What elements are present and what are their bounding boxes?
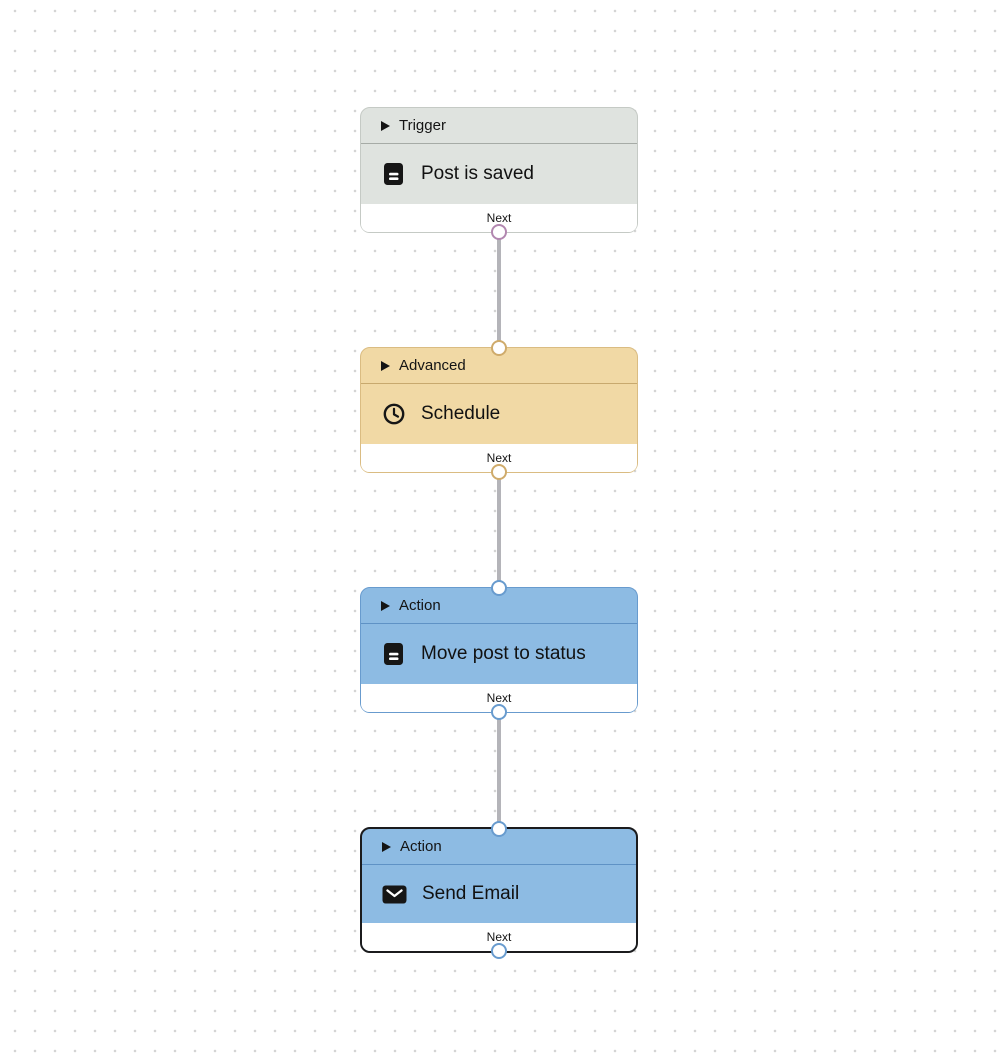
output-port[interactable] — [491, 943, 507, 959]
node-header[interactable]: Action — [361, 588, 637, 624]
input-port[interactable] — [491, 340, 507, 356]
document-icon — [381, 642, 406, 666]
node-category-label: Trigger — [399, 117, 446, 134]
node-title: Schedule — [421, 402, 501, 424]
node-body: Schedule — [361, 384, 637, 444]
document-icon — [381, 162, 406, 186]
node-title: Move post to status — [421, 642, 586, 664]
input-port[interactable] — [491, 821, 507, 837]
node-title: Post is saved — [421, 162, 534, 184]
disclosure-triangle-icon[interactable] — [381, 120, 390, 131]
node-title: Send Email — [422, 882, 520, 904]
node-category-label: Action — [399, 597, 441, 614]
output-port[interactable] — [491, 224, 507, 240]
node-body: Move post to status — [361, 624, 637, 684]
connector-line-advanced-to-action — [497, 473, 501, 587]
node-body: Post is saved — [361, 144, 637, 204]
node-category-label: Action — [400, 838, 442, 855]
node-body: Send Email — [362, 865, 636, 923]
next-label: Next — [486, 451, 512, 465]
clock-icon — [381, 402, 406, 426]
node-header[interactable]: Action — [362, 829, 636, 865]
envelope-icon — [382, 884, 407, 905]
workflow-node-schedule[interactable]: Advanced Schedule Next — [360, 340, 638, 480]
output-port[interactable] — [491, 704, 507, 720]
disclosure-triangle-icon[interactable] — [381, 600, 390, 611]
node-header[interactable]: Trigger — [361, 108, 637, 144]
workflow-node-trigger[interactable]: Trigger Post is saved Next — [360, 107, 638, 240]
next-label: Next — [486, 211, 512, 225]
disclosure-triangle-icon[interactable] — [381, 360, 390, 371]
workflow-node-send-email[interactable]: Action Send Email Next — [360, 821, 638, 959]
connector-line-action-to-action — [497, 713, 501, 827]
input-port[interactable] — [491, 580, 507, 596]
connector-line-trigger-to-advanced — [497, 233, 501, 347]
next-label: Next — [486, 930, 512, 944]
next-label: Next — [486, 691, 512, 705]
node-category-label: Advanced — [399, 357, 466, 374]
output-port[interactable] — [491, 464, 507, 480]
disclosure-triangle-icon[interactable] — [382, 841, 391, 852]
workflow-node-move-post-to-status[interactable]: Action Move post to status Next — [360, 580, 638, 720]
node-header[interactable]: Advanced — [361, 348, 637, 384]
